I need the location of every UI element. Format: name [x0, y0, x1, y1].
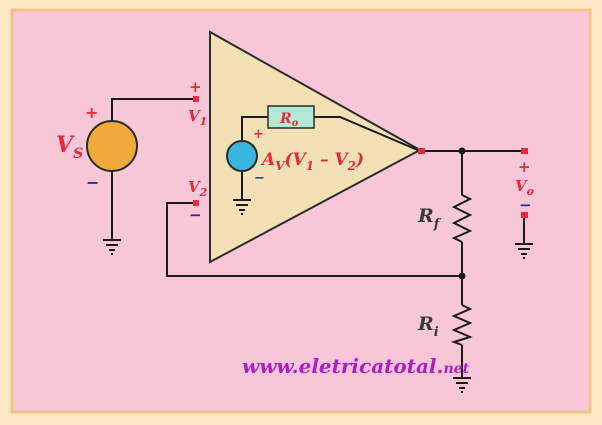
ground-icon [233, 199, 251, 215]
v1-label: V1 [188, 107, 207, 128]
wire-v2-feedback [166, 202, 462, 277]
terminal-vo-top [521, 148, 528, 154]
dep-minus-sign: − [254, 171, 265, 186]
dep-plus-sign: + [253, 127, 264, 142]
gain-expression: AV(V1 – V2) [260, 150, 364, 173]
terminal-v1 [193, 96, 199, 102]
terminal-v2 [193, 200, 199, 206]
wire-vs-to-v1 [111, 98, 196, 122]
ro-label: Ro [279, 111, 299, 129]
ri-resistor [450, 304, 473, 346]
vo-plus-sign: + [518, 158, 531, 176]
v2-label: V2 [188, 178, 208, 199]
ri-label: Ri [417, 313, 439, 340]
ground-icon [515, 243, 533, 259]
vo-minus-sign: − [519, 196, 532, 214]
v1-plus-sign: + [189, 78, 202, 96]
vo-label: Vo [515, 177, 534, 198]
vs-minus-sign: − [86, 173, 99, 192]
v2-minus-sign: − [189, 206, 202, 224]
wires [111, 98, 525, 378]
junction-output [458, 147, 466, 155]
dependent-source [226, 140, 258, 172]
opamp-triangle [209, 30, 423, 264]
terminal-opamp-out [418, 148, 425, 154]
rf-label: Rf [417, 205, 442, 232]
ro-resistor [267, 105, 315, 129]
junction-feedback [458, 272, 466, 280]
ground-icon [103, 239, 121, 255]
terminal-vo-bottom [521, 212, 528, 218]
ground-icon [453, 377, 471, 393]
vs-plus-sign: + [85, 103, 98, 122]
vs-label: VS [56, 132, 83, 162]
wire-dep-top [241, 116, 268, 142]
rf-resistor [451, 194, 473, 243]
website-label: www.eletricatotal.net [242, 354, 470, 378]
source-vs [86, 120, 138, 172]
wire-ro-to-out [314, 116, 421, 152]
